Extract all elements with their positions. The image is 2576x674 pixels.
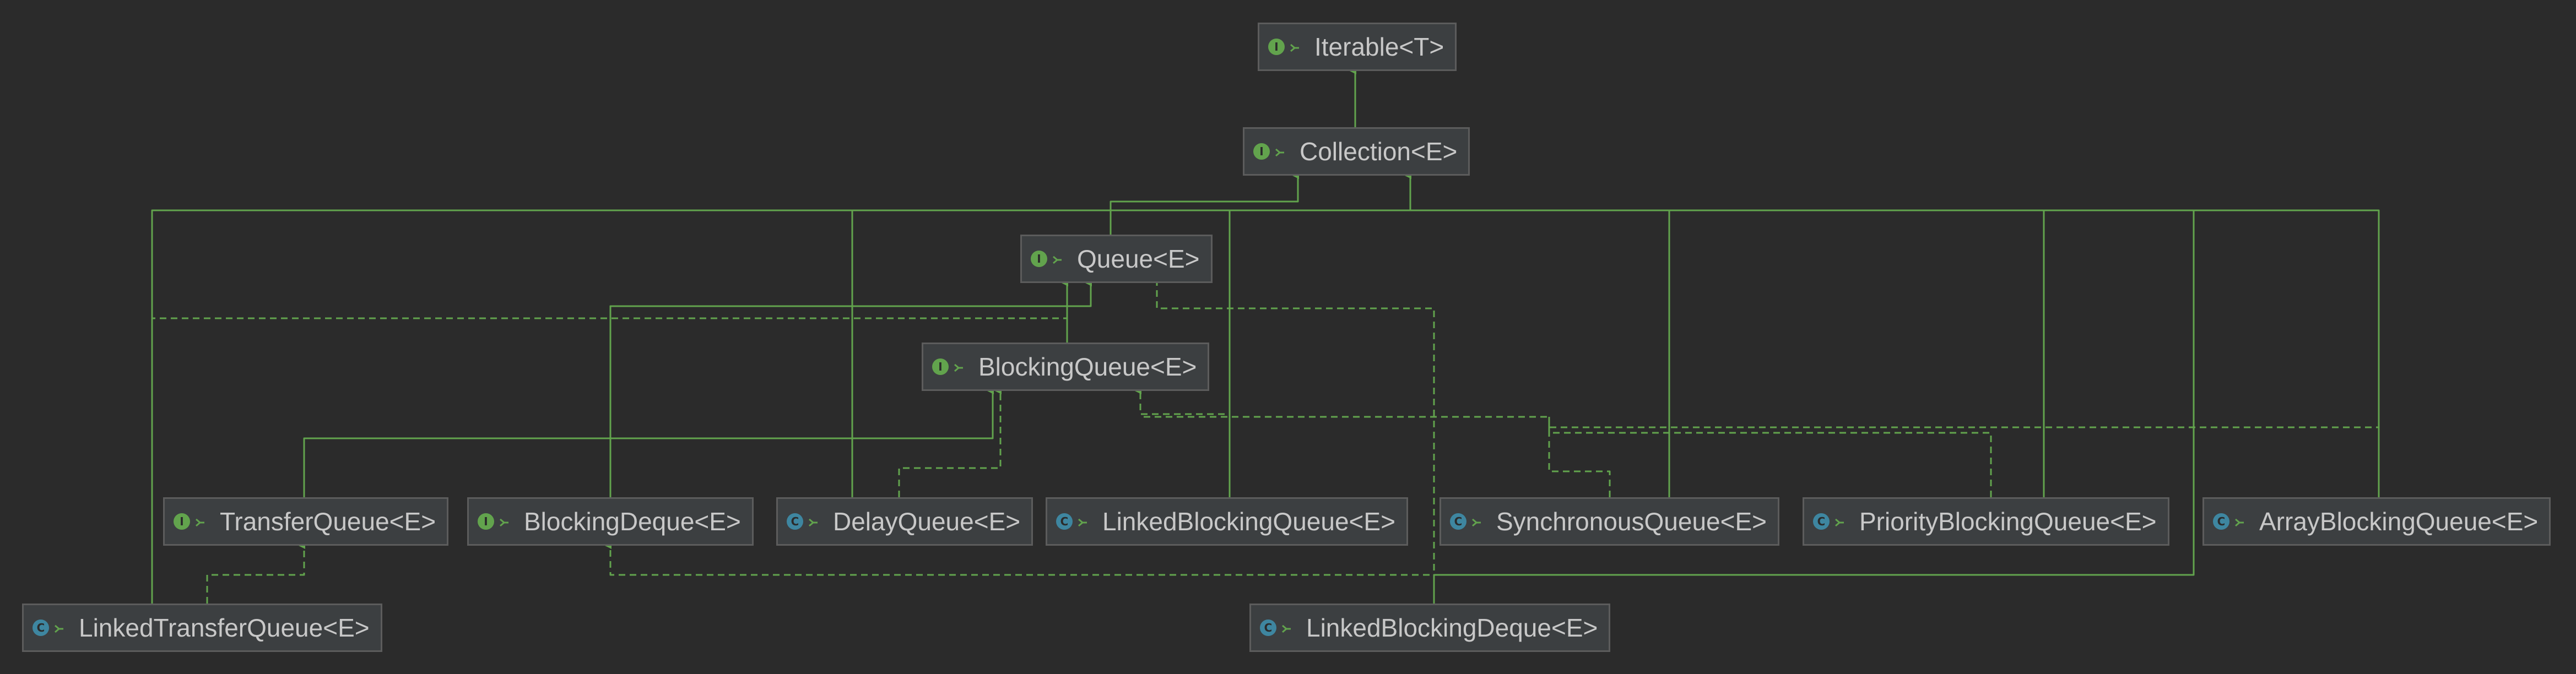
node-label: BlockingQueue<E>	[978, 352, 1197, 381]
public-visibility-icon	[53, 621, 64, 634]
node-linkedblockingdeque[interactable]: C LinkedBlockingDeque<E>	[1249, 604, 1611, 652]
class-icon: C	[2213, 513, 2229, 530]
public-visibility-icon	[1471, 515, 1482, 528]
class-icon: C	[1260, 619, 1276, 636]
node-queue[interactable]: I Queue<E>	[1020, 235, 1213, 283]
node-label: Collection<E>	[1300, 137, 1458, 166]
class-icon: C	[1813, 513, 1830, 530]
node-label: Queue<E>	[1077, 244, 1200, 273]
class-icon: C	[1056, 513, 1073, 530]
public-visibility-icon	[194, 515, 205, 528]
interface-icon: I	[174, 513, 190, 530]
node-label: ArrayBlockingQueue<E>	[2259, 507, 2539, 536]
edge-queue-to-collection	[1110, 172, 1299, 235]
node-linkedtransferqueue[interactable]: C LinkedTransferQueue<E>	[22, 604, 382, 652]
node-label: LinkedTransferQueue<E>	[79, 613, 370, 642]
public-visibility-icon	[808, 515, 819, 528]
edge-arrayblockingqueue-to-collection	[1410, 209, 2380, 497]
public-visibility-icon	[499, 515, 510, 528]
node-label: TransferQueue<E>	[220, 507, 436, 536]
node-label: DelayQueue<E>	[833, 507, 1021, 536]
node-label: Iterable<T>	[1314, 32, 1444, 61]
node-label: LinkedBlockingQueue<E>	[1102, 507, 1395, 536]
edge-arrayblockingqueue-to-blockingqueue	[1549, 426, 2380, 497]
public-visibility-icon	[1289, 40, 1300, 53]
node-priorityblockingqueue[interactable]: C PriorityBlockingQueue<E>	[1803, 497, 2169, 546]
class-icon: C	[787, 513, 803, 530]
public-visibility-icon	[2234, 515, 2245, 528]
public-visibility-icon	[1834, 515, 1845, 528]
node-synchronousqueue[interactable]: C SynchronousQueue<E>	[1439, 497, 1780, 546]
node-transferqueue[interactable]: I TransferQueue<E>	[163, 497, 449, 546]
edge-linkedblockingdeque-to-queue	[1156, 283, 1435, 604]
node-arrayblockingqueue[interactable]: C ArrayBlockingQueue<E>	[2202, 497, 2551, 546]
public-visibility-icon	[1077, 515, 1088, 528]
edge-linkedtransferqueue-to-queue	[151, 317, 1067, 575]
node-blockingqueue[interactable]: I BlockingQueue<E>	[922, 343, 1210, 391]
public-visibility-icon	[953, 360, 964, 373]
node-iterable[interactable]: I Iterable<T>	[1258, 23, 1457, 71]
interface-icon: I	[478, 513, 494, 530]
node-label: LinkedBlockingDeque<E>	[1306, 613, 1598, 642]
node-blockingdeque[interactable]: I BlockingDeque<E>	[467, 497, 754, 546]
edge-linkedtransferqueue-to-transferqueue	[206, 542, 305, 604]
interface-icon: I	[1268, 39, 1285, 55]
class-icon: C	[33, 619, 49, 636]
edge-transferqueue-to-blockingqueue	[303, 388, 994, 497]
public-visibility-icon	[1274, 145, 1285, 158]
class-icon: C	[1450, 513, 1466, 530]
interface-icon: I	[932, 358, 949, 375]
edge-blockingdeque-to-queue	[609, 283, 1068, 497]
node-collection[interactable]: I Collection<E>	[1243, 127, 1470, 176]
edge-delayqueue-to-blockingqueue	[898, 388, 1002, 497]
public-visibility-icon	[1281, 621, 1292, 634]
node-delayqueue[interactable]: C DelayQueue<E>	[776, 497, 1033, 546]
interface-icon: I	[1031, 251, 1047, 267]
edge-linkedblockingdeque-to-blockingdeque	[605, 542, 1435, 604]
node-label: PriorityBlockingQueue<E>	[1859, 507, 2157, 536]
node-linkedblockingqueue[interactable]: C LinkedBlockingQueue<E>	[1046, 497, 1408, 546]
edge-linkedblockingqueue-to-blockingqueue	[1135, 388, 1231, 497]
edge-priorityblockingqueue-to-blockingqueue	[1548, 417, 1992, 497]
edge-delayqueue-to-collection	[851, 172, 1411, 497]
edge-synchronousqueue-to-blockingqueue	[1140, 416, 1611, 497]
interface-icon: I	[1253, 143, 1270, 160]
node-label: SynchronousQueue<E>	[1496, 507, 1767, 536]
node-label: BlockingDeque<E>	[524, 507, 741, 536]
edge-linkedblockingdeque-to-collection	[1433, 209, 2195, 604]
public-visibility-icon	[1052, 252, 1063, 265]
